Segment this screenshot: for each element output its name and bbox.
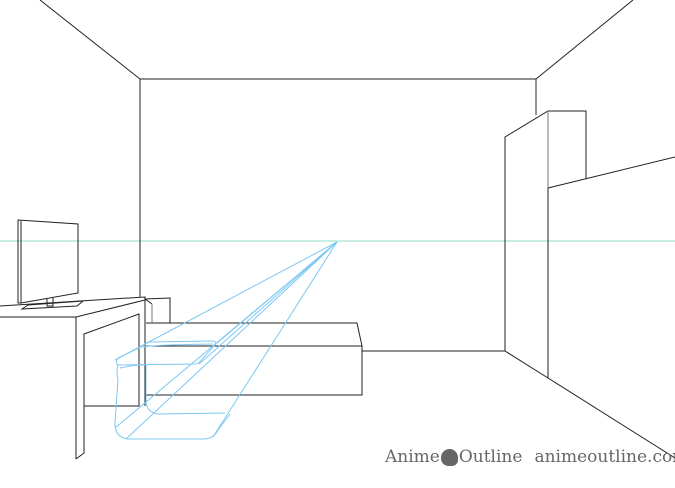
bench-construction-lines <box>114 241 338 440</box>
nightstand <box>144 297 171 323</box>
bed <box>146 322 363 396</box>
room-walls <box>39 0 675 459</box>
watermark-logo: Anime Outline animeoutline.com <box>385 447 675 467</box>
website-text: animeoutline.com <box>534 447 675 467</box>
desk <box>0 296 146 460</box>
brand-left-text: Anime <box>385 447 440 467</box>
wardrobe <box>504 110 675 378</box>
brand-right-text: Outline <box>458 447 523 467</box>
head-silhouette-icon <box>440 448 458 466</box>
tv-monitor <box>17 219 85 310</box>
